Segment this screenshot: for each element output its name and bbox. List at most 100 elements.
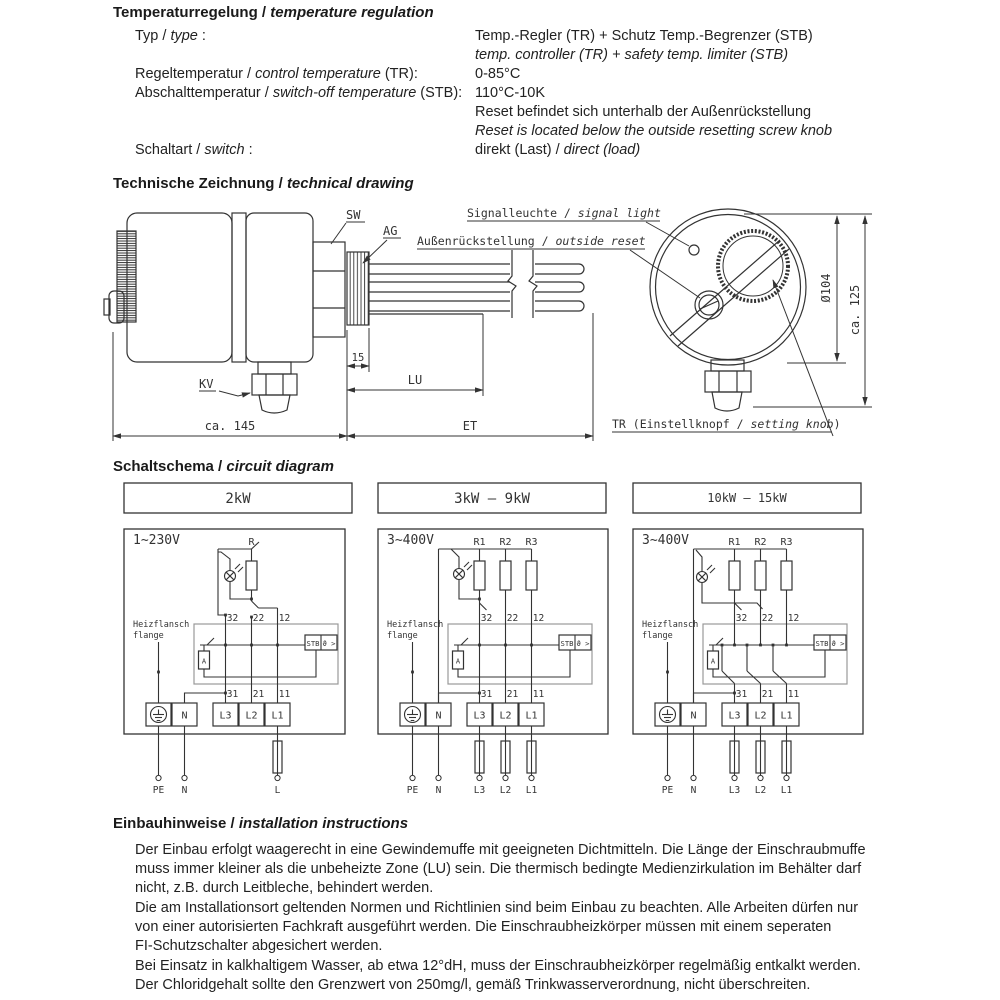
circuit-header-boxes — [123, 482, 862, 514]
resistor-label: R3 — [780, 537, 792, 548]
resistor-label: R2 — [754, 537, 766, 548]
spec-row-reset-note-en: Reset is located below the outside reset… — [475, 123, 833, 139]
sensor-symbol: A — [711, 658, 716, 666]
earth-symbol — [403, 705, 422, 724]
resistor-label: R1 — [473, 537, 485, 548]
terminal-number: 12 — [279, 613, 290, 624]
cable-gland-kv — [251, 361, 298, 414]
break-line — [528, 250, 538, 318]
terminal-box-label: L2 — [754, 711, 766, 722]
install-line: Die am Installationsort geltenden Normen… — [135, 900, 859, 916]
lead-label: N — [436, 785, 442, 796]
voltage-label: 1~230V — [133, 533, 180, 548]
install-line: von einer autorisierten Fachkraft ausgef… — [135, 919, 832, 935]
terminal-number: 22 — [253, 613, 264, 624]
heating-rods — [369, 250, 585, 318]
spec-row-type: Typ / type : Temp.-Regler (TR) + Schutz … — [135, 28, 813, 44]
knurled-knob-edge — [116, 230, 137, 323]
terminal-box-label: N — [435, 711, 441, 722]
label-kv: KV — [199, 377, 213, 391]
theta-label: ϑ > — [577, 639, 591, 648]
terminal-box-label: L1 — [780, 711, 792, 722]
terminal-number: 11 — [533, 689, 545, 700]
resistor-label: R — [248, 537, 255, 548]
spec-value-switch: direkt (Last) / direct (load) — [475, 142, 641, 158]
heading-de: Temperaturregelung — [113, 4, 258, 21]
terminal-number: 21 — [507, 689, 519, 700]
lead-label: L2 — [500, 785, 511, 796]
label-outside-reset: Außenrückstellung / outside reset — [417, 234, 646, 248]
face-cable-gland — [704, 359, 752, 412]
terminal-box-label: L3 — [219, 711, 231, 722]
thread-ag — [346, 251, 370, 326]
terminal-box-label: L2 — [245, 711, 257, 722]
sensor-symbol: A — [202, 658, 207, 666]
terminal-number: 31 — [736, 689, 748, 700]
install-line: FI-Schutzschalter abgesichert werden. — [135, 938, 383, 954]
resistor-label: R3 — [525, 537, 537, 548]
theta-label: ϑ > — [323, 639, 337, 648]
spec-value-type-en: temp. controller (TR) + safety temp. lim… — [475, 47, 789, 63]
stb-label: STB — [816, 639, 829, 648]
lead-label: N — [182, 785, 188, 796]
dim-et: ET — [463, 419, 477, 433]
theta-label: ϑ > — [832, 639, 846, 648]
break-line — [507, 250, 517, 318]
spec-row-control-temperature: Regeltemperatur / control temperature (T… — [135, 66, 521, 82]
header-2kw: 2kW — [225, 491, 251, 507]
thermostat-head-side-view — [103, 212, 370, 414]
terminal-box-label: L3 — [728, 711, 740, 722]
heizflansch-label-de: Heizflansch — [133, 620, 189, 630]
thermostat-face-view — [649, 208, 807, 412]
terminal-box-label: L3 — [473, 711, 485, 722]
dimension-lines — [112, 213, 872, 441]
signal-light-lens — [688, 244, 700, 256]
lead-label: PE — [662, 785, 674, 796]
lead-label: L1 — [781, 785, 793, 796]
terminal-number: 31 — [227, 689, 239, 700]
install-line: Der Chloridgehalt sollte den Grenzwert v… — [135, 977, 811, 993]
spec-row-switch-off-temperature: Abschalttemperatur / switch-off temperat… — [135, 85, 546, 101]
label-setting-knob: TR (Einstellknopf / setting knob) — [612, 417, 841, 431]
install-line: Bei Einsatz in kalkhaltigem Wasser, ab e… — [135, 958, 861, 974]
terminal-number: 11 — [788, 689, 800, 700]
heizflansch-label-de: Heizflansch — [387, 620, 443, 630]
reset-screw — [694, 290, 724, 320]
heading-en: temperature regulation — [270, 4, 434, 21]
section-heading-temperature-regulation: Temperaturregelung / temperature regulat… — [113, 4, 434, 21]
sensor-symbol: A — [456, 658, 461, 666]
section-heading-technical-drawing: Technische Zeichnung / technical drawing — [113, 175, 414, 192]
header-3kw-9kw: 3kW – 9kW — [454, 491, 530, 507]
spec-value-control-temperature: 0-85°C — [475, 66, 521, 82]
lead-label: PE — [407, 785, 419, 796]
terminal-number: 21 — [762, 689, 774, 700]
section-heading-installation: Einbauhinweise / installation instructio… — [113, 815, 409, 832]
spec-row-reset-note-de: Reset befindet sich unterhalb der Außenr… — [475, 104, 812, 120]
terminal-number: 11 — [279, 689, 291, 700]
dim-ca125: ca. 125 — [848, 285, 862, 336]
label-signal-light: Signalleuchte / signal light — [467, 206, 661, 220]
terminal-number: 32 — [227, 613, 238, 624]
resistor-label: R2 — [499, 537, 511, 548]
stb-label: STB — [307, 639, 320, 648]
terminal-number: 21 — [253, 689, 265, 700]
terminal-number: 12 — [788, 613, 799, 624]
lead-label: N — [691, 785, 697, 796]
spec-value-type: Temp.-Regler (TR) + Schutz Temp.-Begrenz… — [475, 28, 813, 44]
terminal-box-label: L1 — [271, 711, 283, 722]
lead-label: L3 — [474, 785, 485, 796]
install-line: muss immer kleiner als die unbeheizte Zo… — [135, 861, 862, 877]
drawing-labels: SW AG KV Signalleuchte / signal light Au… — [199, 206, 862, 433]
install-line: Der Einbau erfolgt waagerecht in eine Ge… — [135, 842, 866, 858]
setting-knob-knurl — [716, 229, 790, 303]
dim-lu: LU — [408, 373, 422, 387]
resistor-label: R1 — [728, 537, 740, 548]
voltage-label: 3~400V — [387, 533, 434, 548]
header-10kw-15kw: 10kW – 15kW — [707, 491, 787, 505]
lead-label: PE — [153, 785, 165, 796]
heizflansch-label-en: flange — [387, 631, 418, 641]
